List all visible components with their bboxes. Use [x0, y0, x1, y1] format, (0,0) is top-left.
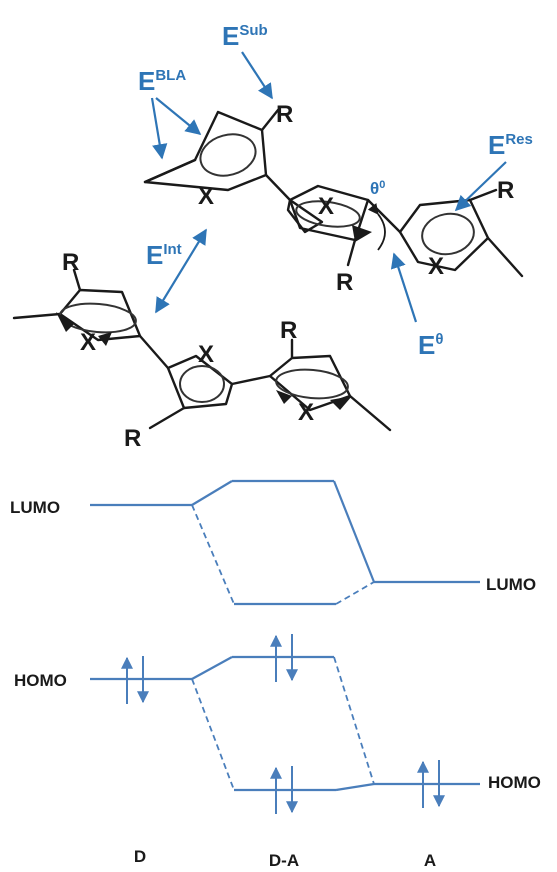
- torsion-label: θ0: [370, 179, 385, 198]
- e-theta-arrow: [390, 252, 418, 323]
- dash-a-homo: [333, 656, 375, 785]
- dash-d-homo: [191, 678, 235, 791]
- orbital-diagram: LUMO LUMO HOMO HOMO: [10, 479, 541, 870]
- lumo-label-acceptor: LUMO: [486, 575, 536, 594]
- ring-upper-left: [143, 108, 292, 202]
- torsion-arrow: [367, 203, 386, 251]
- e-int-label: EInt: [146, 240, 182, 270]
- x-label-ring4: X: [80, 329, 96, 356]
- x-label-ring6: X: [298, 399, 314, 426]
- r-label-ring1: R: [276, 101, 293, 128]
- e-bla-arrow-1: [150, 97, 168, 160]
- oligomer-structure: X R X R θ0 X R: [12, 101, 524, 452]
- column-label-d: D: [134, 847, 146, 866]
- r-label-ring3: R: [497, 177, 514, 204]
- dash-a-lumo: [335, 581, 375, 605]
- dash-d-lumo: [191, 504, 235, 605]
- r-label-ring6: R: [280, 317, 297, 344]
- e-bla-arrow-2: [155, 97, 202, 135]
- e-res-arrow: [454, 161, 507, 212]
- x-label-ring5: X: [198, 341, 214, 368]
- ring-lower-left: [12, 268, 170, 370]
- ring-lower-right: [268, 338, 392, 432]
- spin-pair-da-lower: [270, 766, 298, 814]
- spin-pair-acceptor: [417, 760, 445, 808]
- r-label-ring5: R: [124, 425, 141, 452]
- x-label-ring2: X: [318, 193, 334, 220]
- e-int-arrow: [155, 228, 207, 314]
- x-label-ring3: X: [428, 253, 444, 280]
- ring-upper-right: [398, 188, 524, 278]
- e-sub-arrow: [241, 51, 273, 100]
- conn-a-lumo: [332, 480, 376, 583]
- lumo-label-donor: LUMO: [10, 498, 60, 517]
- r-label-ring4: R: [62, 249, 79, 276]
- spin-pair-da-homo: [270, 634, 298, 682]
- e-theta-label: Eθ: [418, 330, 443, 360]
- e-bla-label: EBLA: [138, 66, 186, 96]
- conn-d-lumo: [191, 480, 233, 506]
- conn-d-homo: [191, 656, 233, 680]
- r-label-ring2: R: [336, 269, 353, 296]
- x-label-ring1: X: [198, 183, 214, 210]
- ring-upper-center: [286, 184, 402, 267]
- homo-label-acceptor: HOMO: [488, 773, 541, 792]
- ring-lower-center: [148, 354, 272, 430]
- column-label-a: A: [424, 851, 436, 870]
- homo-label-donor: HOMO: [14, 671, 67, 690]
- conn-a-homo: [335, 782, 375, 792]
- e-res-label: ERes: [488, 130, 533, 160]
- energy-terms: ESub EBLA ERes EInt Eθ: [138, 21, 533, 360]
- spin-pair-donor: [121, 656, 149, 704]
- e-sub-label: ESub: [222, 21, 268, 51]
- column-label-da: D-A: [269, 851, 299, 870]
